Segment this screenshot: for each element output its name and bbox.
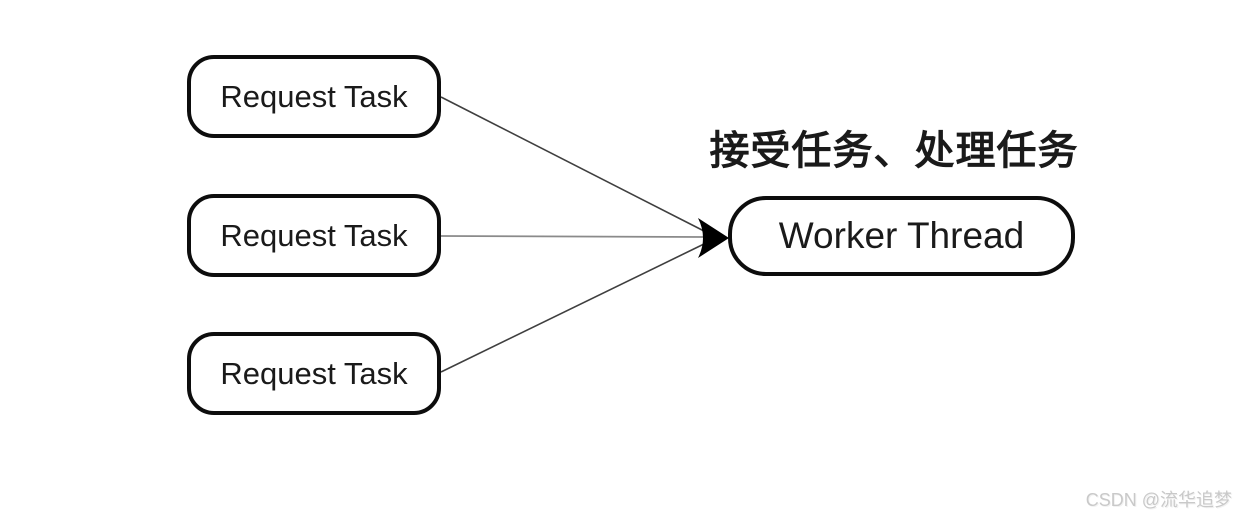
worker-thread-node: Worker Thread — [728, 196, 1075, 276]
arrowhead-icon — [698, 218, 729, 258]
request-task-label: Request Task — [220, 78, 408, 114]
worker-thread-label: Worker Thread — [778, 215, 1025, 256]
request-task-node-1: Request Task — [187, 55, 441, 138]
request-task-node-2: Request Task — [187, 194, 441, 277]
watermark: CSDN @流华追梦 — [1085, 490, 1232, 510]
worker-annotation: 接受任务、处理任务 — [709, 129, 1079, 173]
edge-bottom — [440, 243, 705, 373]
request-task-label: Request Task — [220, 355, 408, 391]
request-task-label: Request Task — [220, 217, 408, 253]
edge-middle — [440, 235, 705, 238]
request-task-node-3: Request Task — [187, 332, 441, 415]
edge-top — [440, 96, 705, 232]
